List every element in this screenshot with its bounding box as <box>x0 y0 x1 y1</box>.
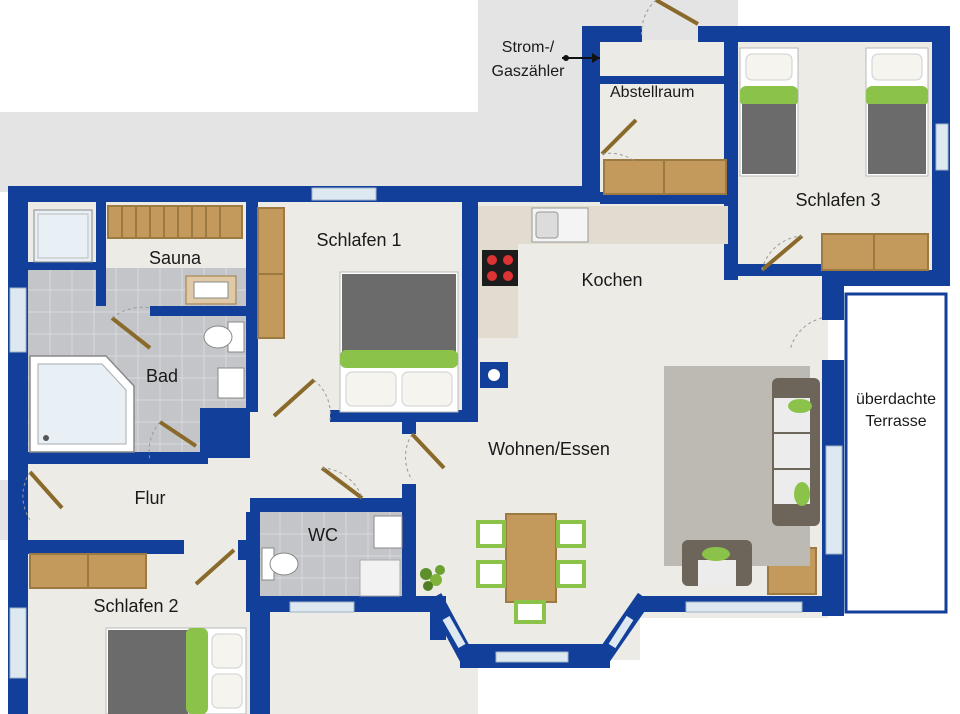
armchair <box>682 540 752 586</box>
label-terrasse-line-1: überdachte <box>856 391 936 408</box>
label-gaszaehler: Gaszähler <box>492 63 566 80</box>
meter-arrow-icon <box>562 53 600 63</box>
label-flur: Flur <box>135 488 166 508</box>
label-wohnen-essen: Wohnen/Essen <box>488 439 610 459</box>
bed-schlafen-3-right <box>865 47 929 177</box>
plant-icon <box>420 565 445 591</box>
stove-icon <box>482 250 518 286</box>
label-sauna: Sauna <box>149 248 202 268</box>
label-abstellraum: Abstellraum <box>610 84 694 101</box>
covered-terrace <box>844 292 948 614</box>
door-swings <box>22 0 823 521</box>
dining-chairs <box>476 520 586 624</box>
outside-area-north <box>0 112 600 192</box>
sofa <box>772 378 820 526</box>
label-schlafen-1: Schlafen 1 <box>316 230 401 250</box>
kitchen-counter-top <box>480 206 728 244</box>
sauna-basket-icon <box>185 275 237 305</box>
bathtub-icon <box>29 355 135 453</box>
shower-icon <box>33 209 93 263</box>
bay-windows <box>442 615 634 649</box>
wood-divisions <box>87 160 875 588</box>
bed-schlafen-2 <box>105 627 247 714</box>
windows <box>9 123 949 679</box>
label-schlafen-2: Schlafen 2 <box>93 596 178 616</box>
label-wc: WC <box>308 525 338 545</box>
label-terrasse-line-2: Terrasse <box>865 413 926 430</box>
bed-schlafen-3-left <box>739 47 799 177</box>
doors <box>28 0 804 586</box>
label-kochen: Kochen <box>581 270 642 290</box>
label-schlafen-3: Schlafen 3 <box>795 190 880 210</box>
toilet-icon <box>203 321 403 597</box>
sink-icon <box>531 207 589 243</box>
label-strom: Strom-/ <box>502 39 555 56</box>
bed-schlafen-1 <box>339 271 459 413</box>
label-bad: Bad <box>146 366 178 386</box>
chimney-icon <box>480 362 508 388</box>
